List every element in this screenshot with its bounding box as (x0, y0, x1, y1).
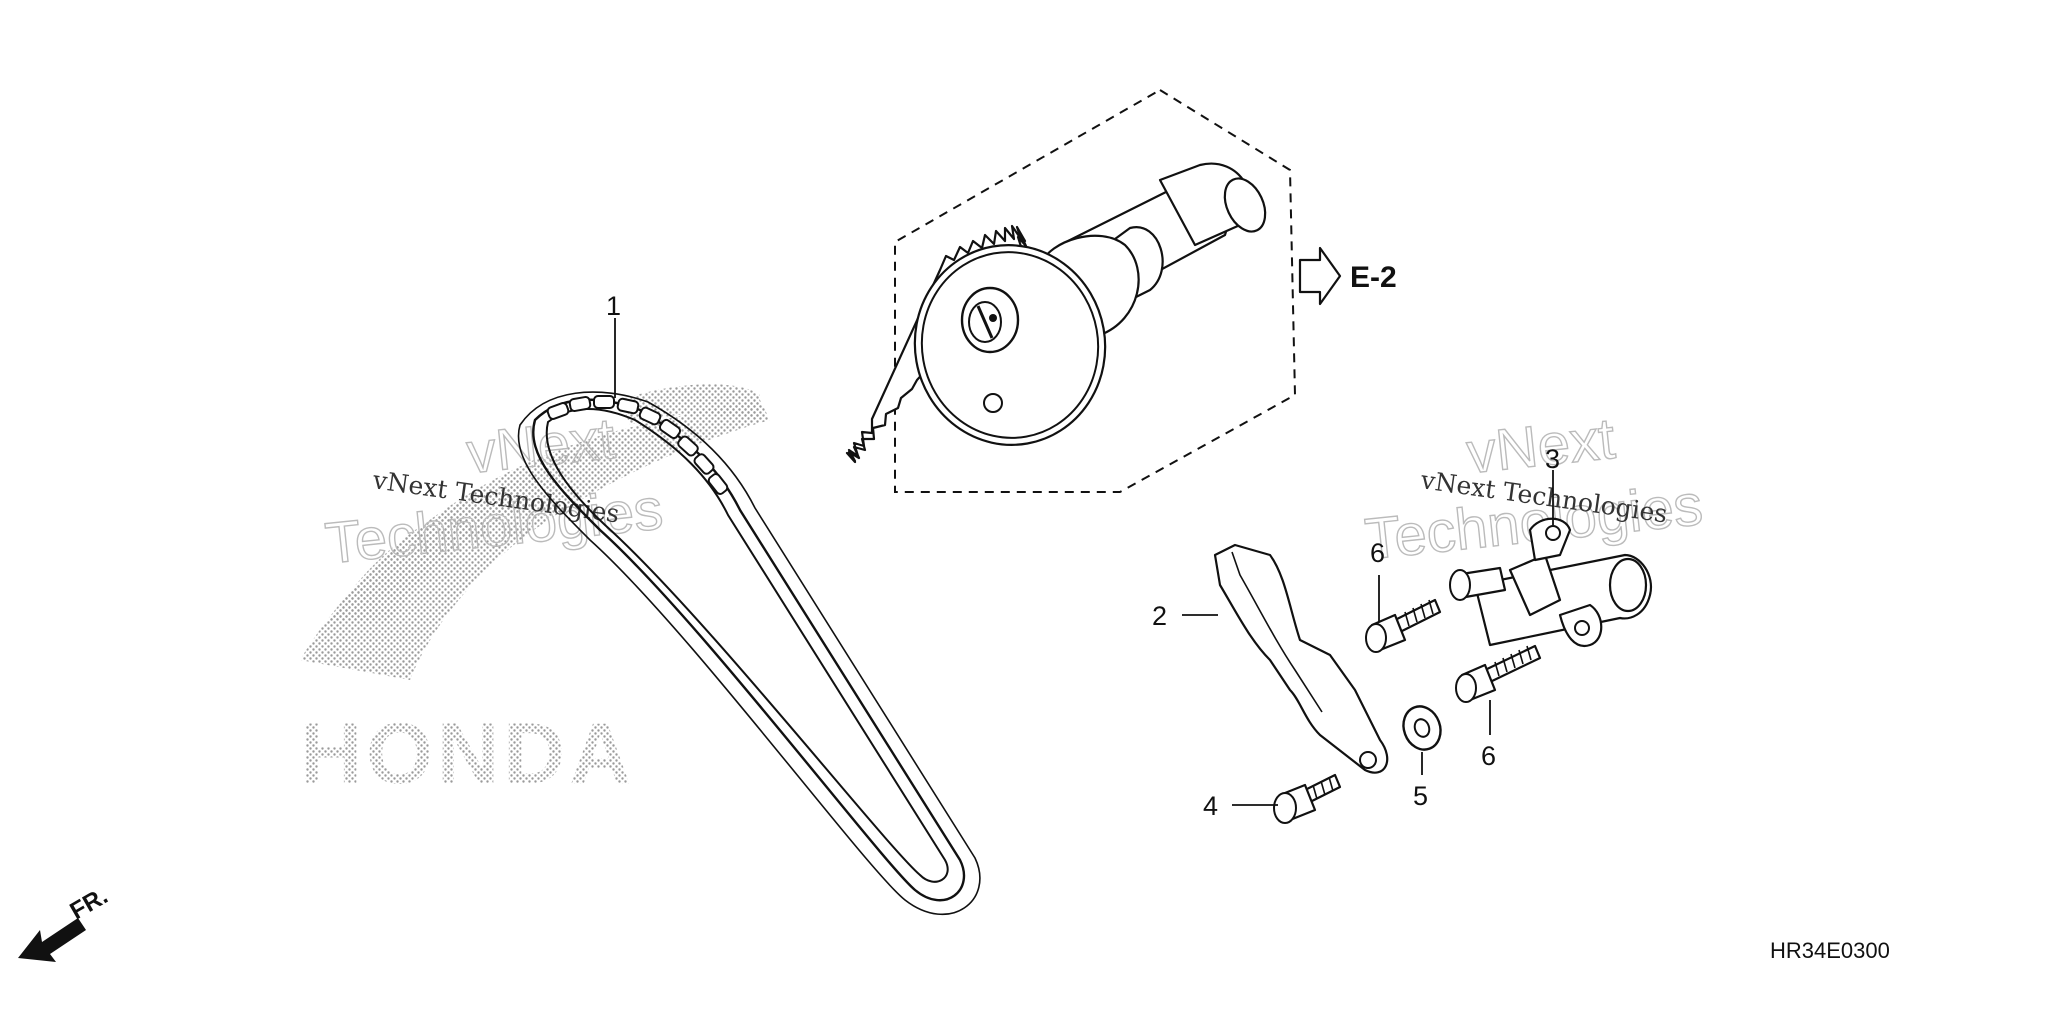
bolt-6-lower (1455, 644, 1542, 703)
bolt-6-upper (1365, 598, 1442, 653)
callout-6-lower: 6 (1481, 741, 1496, 771)
cam-sprocket-gear (845, 224, 1107, 464)
tensioner-lifter (1449, 517, 1653, 648)
front-direction-indicator: FR. (18, 882, 112, 962)
reference-label: E-2 (1350, 261, 1397, 294)
tensioner-arm (1213, 543, 1389, 774)
watermark-left-big-1: vNext (464, 406, 618, 486)
reference-arrow: E-2 (1298, 246, 1397, 306)
diagram-code: HR34E0300 (1770, 938, 1890, 963)
honda-wing-watermark: HONDA (300, 384, 770, 802)
callout-1: 1 (606, 291, 621, 321)
callout-5: 5 (1413, 781, 1428, 811)
washer (1402, 705, 1442, 751)
front-arrow-icon (18, 918, 86, 962)
bolt-4 (1273, 773, 1342, 824)
watermark-right-big-1: vNext (1464, 406, 1618, 486)
honda-logo-text: HONDA (300, 706, 635, 802)
callout-6-upper: 6 (1370, 538, 1385, 568)
assembly-dashed-outline (894, 88, 1297, 493)
leader-lines (614, 318, 1554, 806)
front-label: FR. (66, 882, 113, 925)
hollow-arrow-icon (1298, 246, 1342, 306)
cam-chain (517, 391, 981, 916)
callout-3: 3 (1545, 444, 1560, 474)
camshaft-assembly (845, 88, 1297, 493)
callout-4: 4 (1203, 791, 1218, 821)
callout-2: 2 (1152, 601, 1167, 631)
